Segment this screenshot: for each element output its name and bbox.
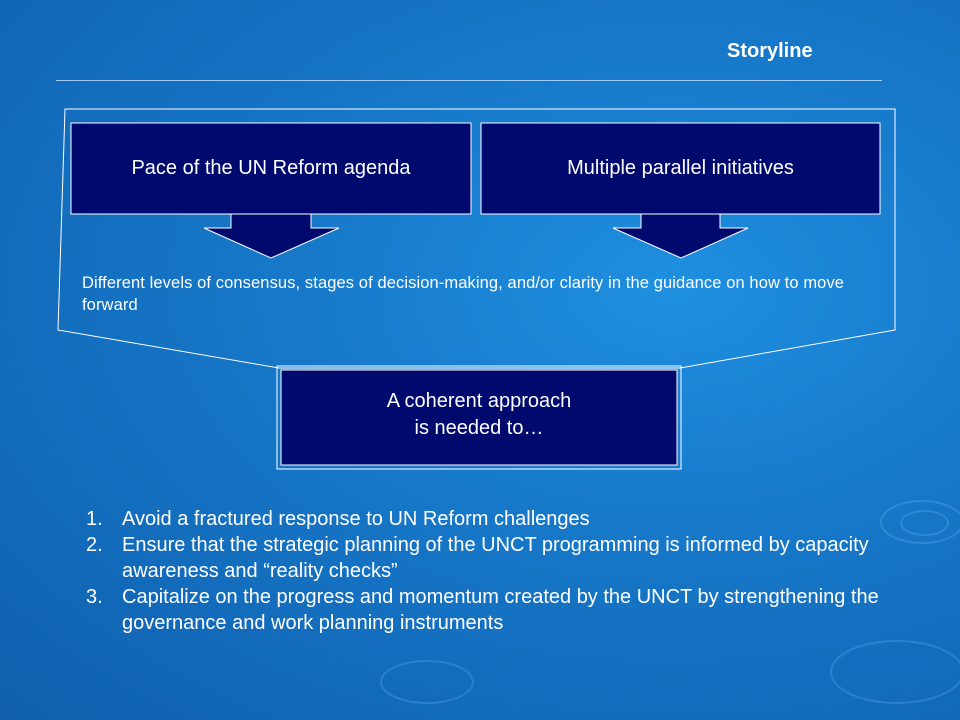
- pace-box-label: Pace of the UN Reform agenda: [131, 157, 411, 179]
- coherent-box-outer: [276, 365, 682, 470]
- ripple-decoration: [880, 500, 960, 544]
- coherent-box-label: A coherent approach is needed to…: [282, 388, 676, 442]
- ripple-decoration: [900, 510, 949, 536]
- slide-title: Storyline: [727, 40, 813, 62]
- ripple-decoration: [830, 640, 960, 704]
- title-divider: [56, 80, 882, 81]
- pace-box: [70, 122, 472, 215]
- list-item-text: Avoid a fractured response to UN Reform …: [122, 508, 590, 530]
- list-item-number: 2.: [86, 534, 103, 556]
- ripple-decoration: [380, 660, 474, 704]
- initiatives-box: [480, 122, 881, 215]
- list-item: 2. Ensure that the strategic planning of…: [86, 532, 906, 584]
- list-item-text: Capitalize on the progress and momentum …: [122, 586, 879, 634]
- coherent-line-1: A coherent approach: [386, 390, 572, 412]
- consensus-text: Different levels of consensus, stages of…: [82, 274, 845, 314]
- initiatives-arrow: [612, 213, 749, 259]
- list-item: 1. Avoid a fractured response to UN Refo…: [86, 506, 906, 532]
- list-item-number: 3.: [86, 586, 103, 608]
- list-item: 3. Capitalize on the progress and moment…: [86, 584, 906, 636]
- goals-list: 1. Avoid a fractured response to UN Refo…: [86, 506, 906, 636]
- coherent-box: [280, 369, 678, 466]
- coherent-line-2: is needed to…: [414, 417, 544, 439]
- initiatives-box-label: Multiple parallel initiatives: [567, 157, 794, 179]
- list-item-number: 1.: [86, 508, 103, 530]
- outer-funnel-frame: [57, 108, 896, 369]
- list-item-text: Ensure that the strategic planning of th…: [122, 534, 869, 582]
- pace-arrow: [203, 213, 340, 259]
